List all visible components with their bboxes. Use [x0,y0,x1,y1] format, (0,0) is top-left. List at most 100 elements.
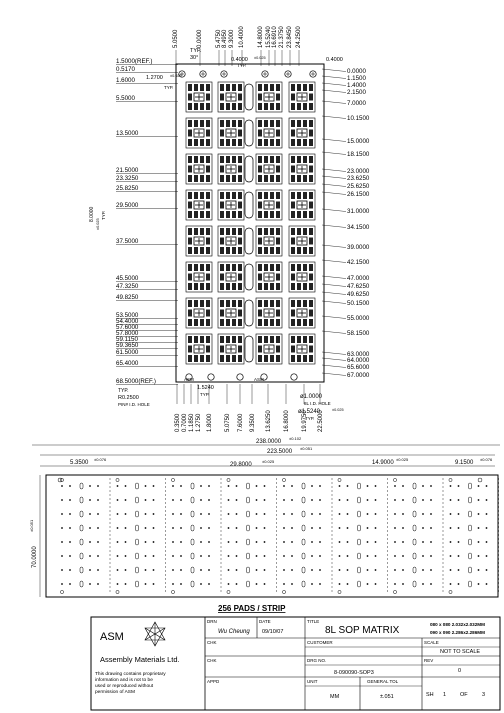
annotation-tol-1270: ±0.025 [170,74,182,78]
leader-line [321,168,347,172]
unit-cell [288,297,316,329]
leader-line [321,283,347,287]
right-dim-label: 50.1500 [347,300,370,307]
sheet-label: SH [426,692,434,698]
leader-line [321,68,347,72]
notice-line-2: information and is not to be [95,677,153,683]
strip-inner-dim: 223.5000 [267,449,293,455]
chk-label: CHK [207,640,217,645]
annotation-typ-04000: TYP. [237,63,246,68]
leader-line [321,364,347,368]
left-dim-label: 29.5000 [116,202,139,209]
top-dim-label: 23.8450 [287,26,293,48]
unit-cells [185,81,316,365]
slot [244,227,254,255]
right-dim-label: 42.1500 [347,259,370,266]
annotation-typ-angle: TYP. [190,48,202,54]
title-block [90,616,501,711]
unit-cell [217,261,245,293]
left-dim-label: 5.5000 [116,95,135,102]
leader-line [321,183,347,187]
company-name: Assembly Materials Ltd. [100,655,180,664]
left-dim-label: 37.5000 [116,238,139,245]
bottom-dim-label: 1.8000 [207,413,213,432]
strip-left-offset: 5.3500 [70,460,89,466]
tol-label: GENERAL TOL [367,679,399,684]
strip-unit [226,478,277,594]
bottom-extension-lines [176,384,321,404]
top-extension-lines [175,50,300,66]
unit-cell [185,153,213,185]
strip-overall-dim: 238.0000 [256,439,282,445]
tooling-hole [260,373,268,381]
left-dim-label: 59.1150 [116,336,138,343]
left-dim-label: 61.5000 [116,349,139,356]
unit-cell [185,81,213,113]
strip-right-offset-tol: ±0.076 [480,457,493,462]
slot [244,299,254,327]
leader-line [321,357,347,361]
notice-line-1: This drawing contains proprietary [95,671,166,677]
unit-cell [255,297,283,329]
strip-unit [60,478,111,594]
annotation-typ-15240: TYP. [200,392,209,397]
bottom-dim-label: 9.3500 [250,413,256,432]
unit-cell [288,261,316,293]
left-dim-label: 1.6000 [116,77,135,84]
company-logo: ASM [100,631,124,643]
right-dim-label: 15.0000 [347,138,370,145]
top-dim-label: 14.8000 [258,26,264,48]
right-dim-label: 34.1500 [347,224,370,231]
left-dim-label: 54.4000 [116,318,139,325]
right-dim-label: 18.1500 [347,151,370,158]
strip-mid: 14.9000 [372,460,394,466]
full-strip-view: 238.0000 ±0.102 223.5000 ±0.051 5.3500 ±… [29,436,500,613]
unit-cell [255,81,283,113]
top-dim-label: 21.3750 [279,26,285,48]
right-dim-label: 25.6250 [347,183,370,190]
strip-height: 70.0000 [32,546,38,568]
date-value: 09/10/07 [262,629,283,635]
strip-unit [393,478,444,594]
leader-line [321,75,347,79]
bottom-dim-label: 19.9750 [302,410,308,432]
strip-inner-tol: ±0.051 [300,446,313,451]
leader-line [321,351,347,355]
tooling-hole [185,373,193,381]
scale-label: SCALE [424,640,439,645]
rev-value: 0 [458,668,461,674]
annotation-typ-small: TYP. [164,85,173,90]
right-dim-label: 65.6000 [347,364,370,371]
unit-cell [185,297,213,329]
unit-cell [288,225,316,257]
spec-line-2: 090 x 090 2.286x2.286MM [430,630,485,635]
drn-value: Wu Cheung [218,629,250,635]
left-dim-label: 53.5000 [116,312,139,319]
unit-cell [217,117,245,149]
of-value: 3 [482,692,485,698]
left-dim-label: 45.5000 [116,275,139,282]
leader-line [321,138,347,142]
drg-label: DRG NO. [307,658,326,663]
logo-star-icon [144,621,166,647]
top-dim-label: 16.6910 [272,26,278,48]
appd-label: APPD [207,679,220,684]
annotation-r-typ: TYP. [118,388,128,394]
slot [244,335,254,363]
bottom-dim-label: 1.1850 [189,413,195,432]
leader-line [321,244,347,248]
unit-cell [288,189,316,221]
leader-line [321,372,347,376]
leader-line [321,191,347,195]
tooling-hole [220,70,228,78]
right-leader-lines [321,68,347,376]
strip-unit [448,478,499,594]
unit-cell [217,225,245,257]
slot [244,155,254,183]
strip-unit [115,478,166,594]
strip-unit [337,478,388,594]
unit-cell [217,153,245,185]
